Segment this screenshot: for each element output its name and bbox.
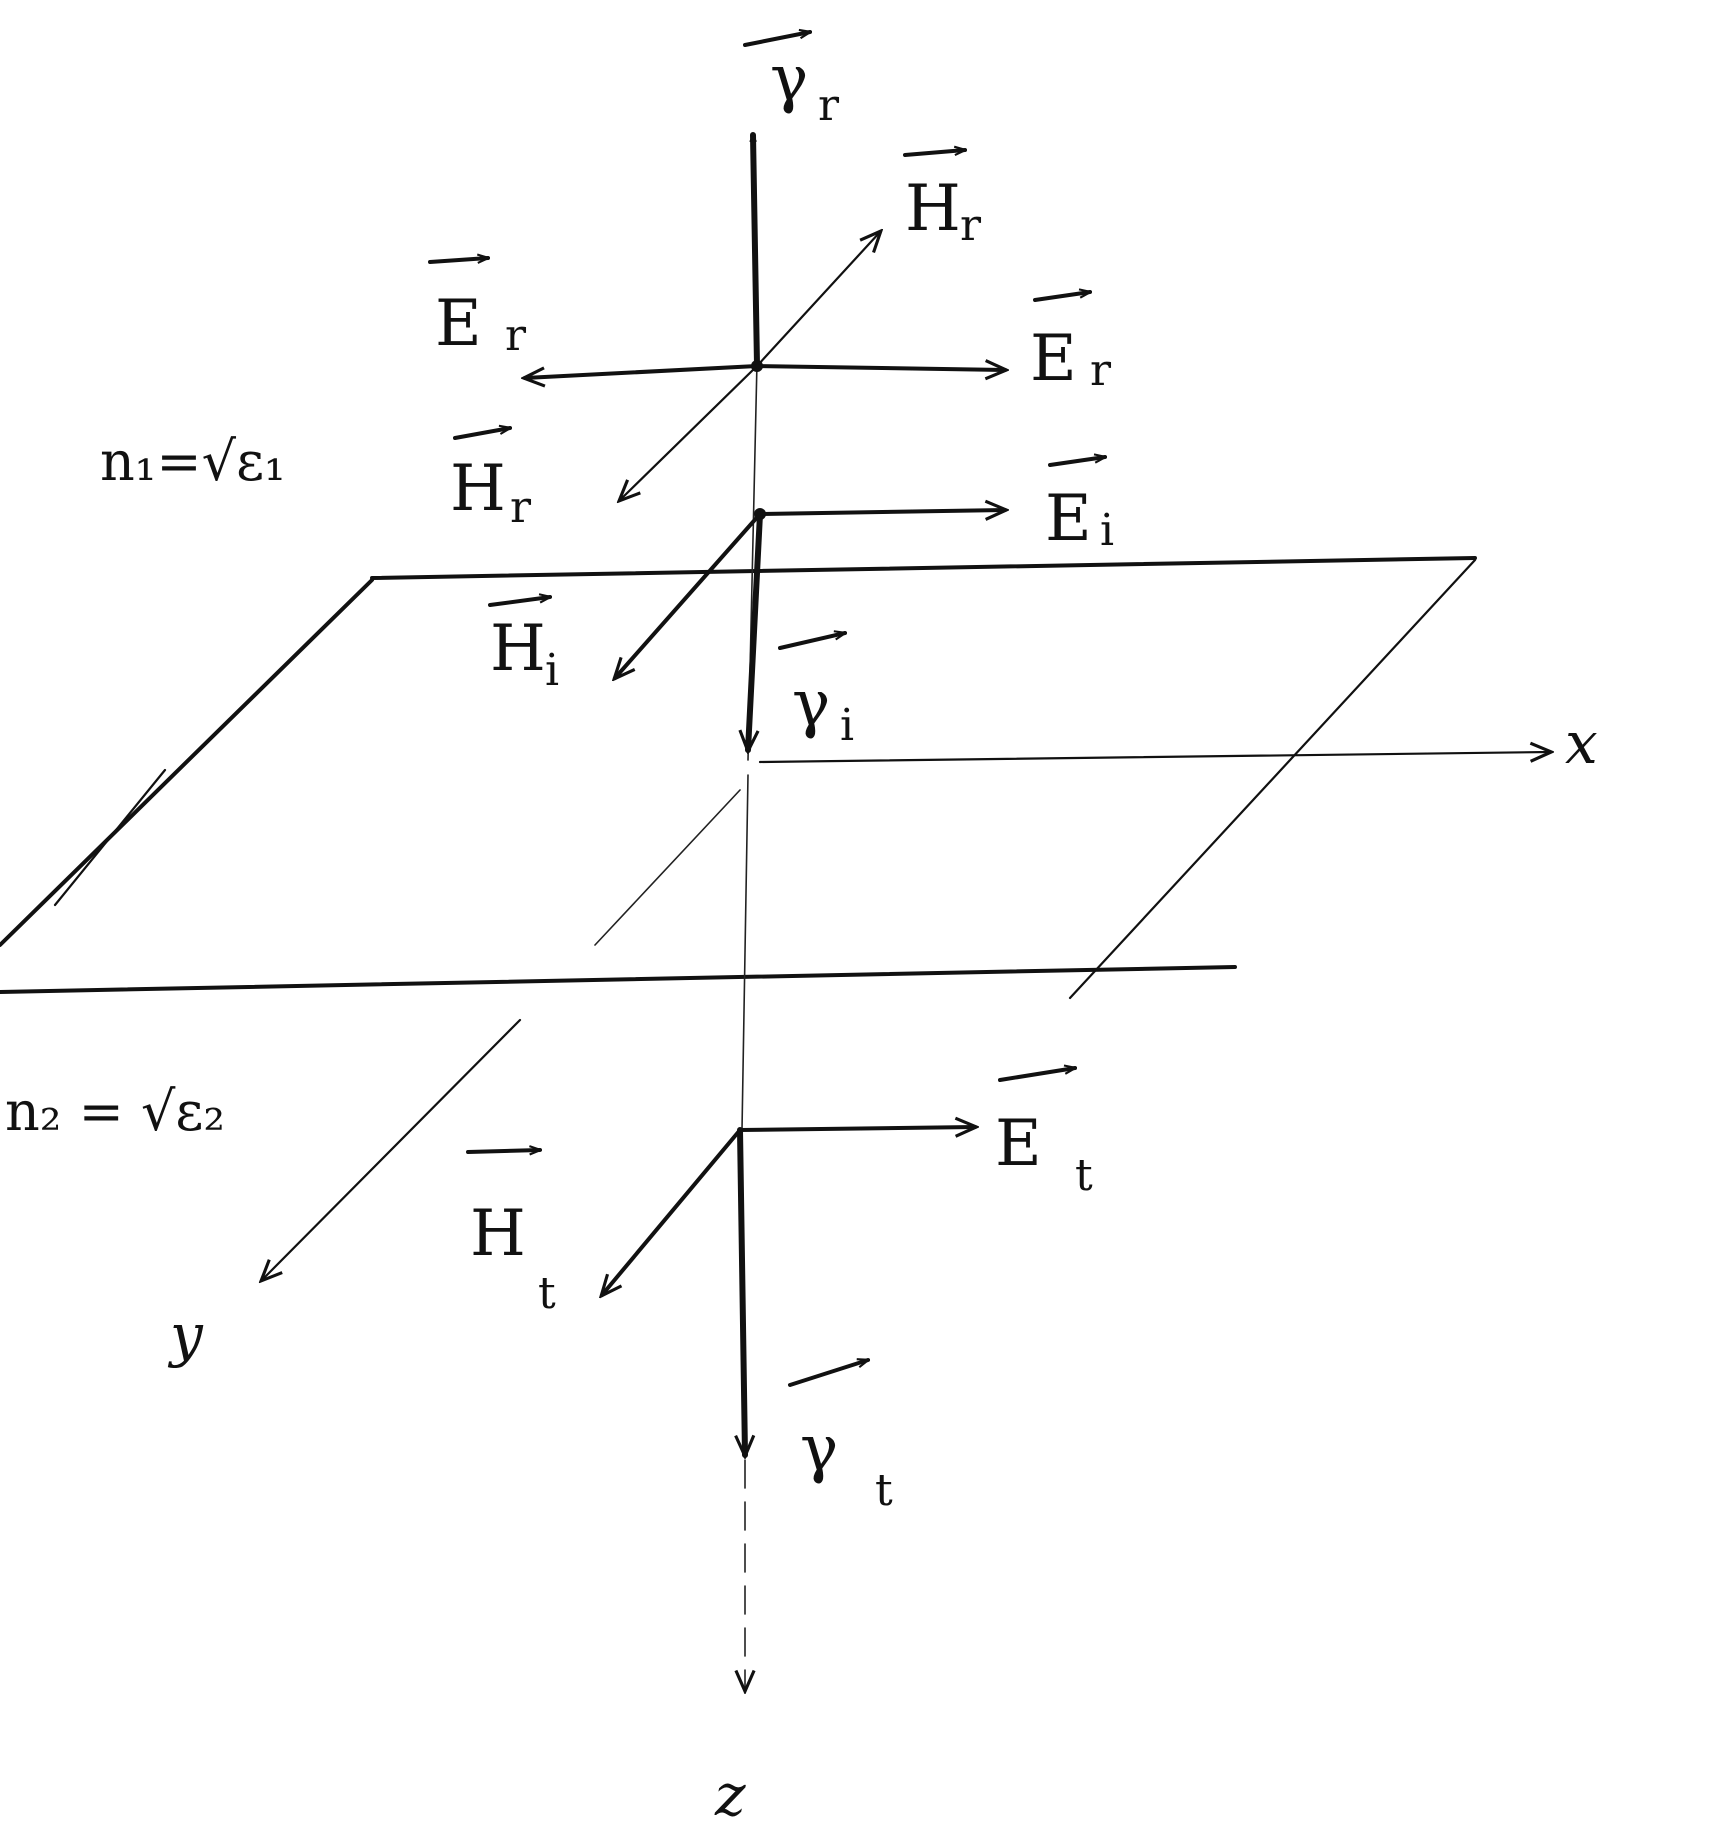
label-gamma-i: γ i (778, 633, 854, 751)
gamma-i-arrow (748, 511, 763, 750)
gamma-t-symbol: γ (800, 1412, 838, 1486)
x-axis (758, 752, 1550, 764)
interface-plane-left-edge-shade (53, 768, 167, 907)
vector-arrow-icon (453, 428, 510, 440)
E-t-symbol: E (995, 1107, 1042, 1181)
label-E-r-right: E r (1030, 292, 1112, 396)
vector-arrow-icon (428, 258, 488, 264)
vector-arrow-icon (488, 597, 550, 607)
label-gamma-r: γ r (743, 32, 840, 131)
label-gamma-t: γ t (788, 1358, 893, 1516)
interface-plane-left-edge (0, 578, 374, 947)
H-t-symbol: H (470, 1197, 526, 1271)
E-r-right-symbol: E (1030, 322, 1077, 396)
H-r-up-symbol: H (905, 172, 961, 246)
E-r-left-sub: r (505, 310, 527, 361)
E-r-left-symbol: E (435, 287, 482, 361)
H-t-sub: t (538, 1268, 556, 1319)
gamma-r-symbol: γ (770, 42, 808, 116)
E-r-left-arrow (525, 364, 759, 378)
H-t-arrow (602, 1128, 742, 1295)
vector-arrow-icon (466, 1150, 540, 1152)
y-axis-label: y (167, 1301, 204, 1369)
H-r-up-arrow (755, 232, 880, 368)
z-axis-label: z (714, 1761, 746, 1829)
gamma-i-sub: i (840, 700, 854, 751)
E-r-right-arrow (755, 366, 1005, 370)
interface-plane-right-edge (1068, 558, 1477, 1000)
H-i-arrow (615, 512, 762, 678)
H-r-down-symbol: H (450, 452, 506, 526)
vector-arrow-icon (778, 633, 845, 650)
E-t-arrow (738, 1127, 975, 1130)
label-E-i: E i (1045, 457, 1114, 556)
H-r-up-sub: r (960, 200, 982, 251)
vector-arrow-icon (743, 32, 810, 47)
gamma-t-arrow (740, 1127, 745, 1455)
vector-arrow-icon (1048, 457, 1105, 467)
H-r-down-arrow (620, 364, 759, 500)
E-r-right-sub: r (1090, 345, 1112, 396)
y-axis (262, 1018, 522, 1280)
gamma-t-sub: t (875, 1465, 893, 1516)
E-i-sub: i (1100, 505, 1114, 556)
z-axis-middle (741, 774, 749, 1131)
vector-arrow-icon (788, 1358, 868, 1387)
label-E-r-left: E r (428, 258, 527, 361)
vector-arrow-icon (1033, 292, 1090, 302)
label-H-i: H i (488, 597, 559, 696)
H-i-symbol: H (490, 612, 546, 686)
medium-1-index: n₁=√ε₁ (100, 430, 286, 493)
E-i-symbol: E (1045, 482, 1092, 556)
E-i-arrow (758, 510, 1005, 514)
vector-arrow-icon (998, 1068, 1075, 1082)
vector-arrow-icon (903, 150, 965, 157)
label-H-r-up: H r (903, 150, 982, 251)
H-i-sub: i (545, 645, 559, 696)
label-E-t: E t (995, 1068, 1093, 1201)
label-H-r-down: H r (450, 428, 532, 533)
gamma-r-arrow (753, 132, 760, 368)
interface-plane-back-edge (370, 556, 1477, 580)
label-H-t: H t (466, 1150, 556, 1319)
gamma-i-symbol: γ (792, 667, 830, 741)
E-t-sub: t (1075, 1150, 1093, 1201)
x-axis-label: x (1565, 709, 1598, 777)
medium-2-index: n₂ = √ε₂ (5, 1080, 225, 1143)
y-axis-top (594, 789, 741, 946)
interface-plane-front-edge (0, 965, 1237, 994)
gamma-r-sub: r (818, 80, 840, 131)
H-r-down-sub: r (510, 482, 532, 533)
